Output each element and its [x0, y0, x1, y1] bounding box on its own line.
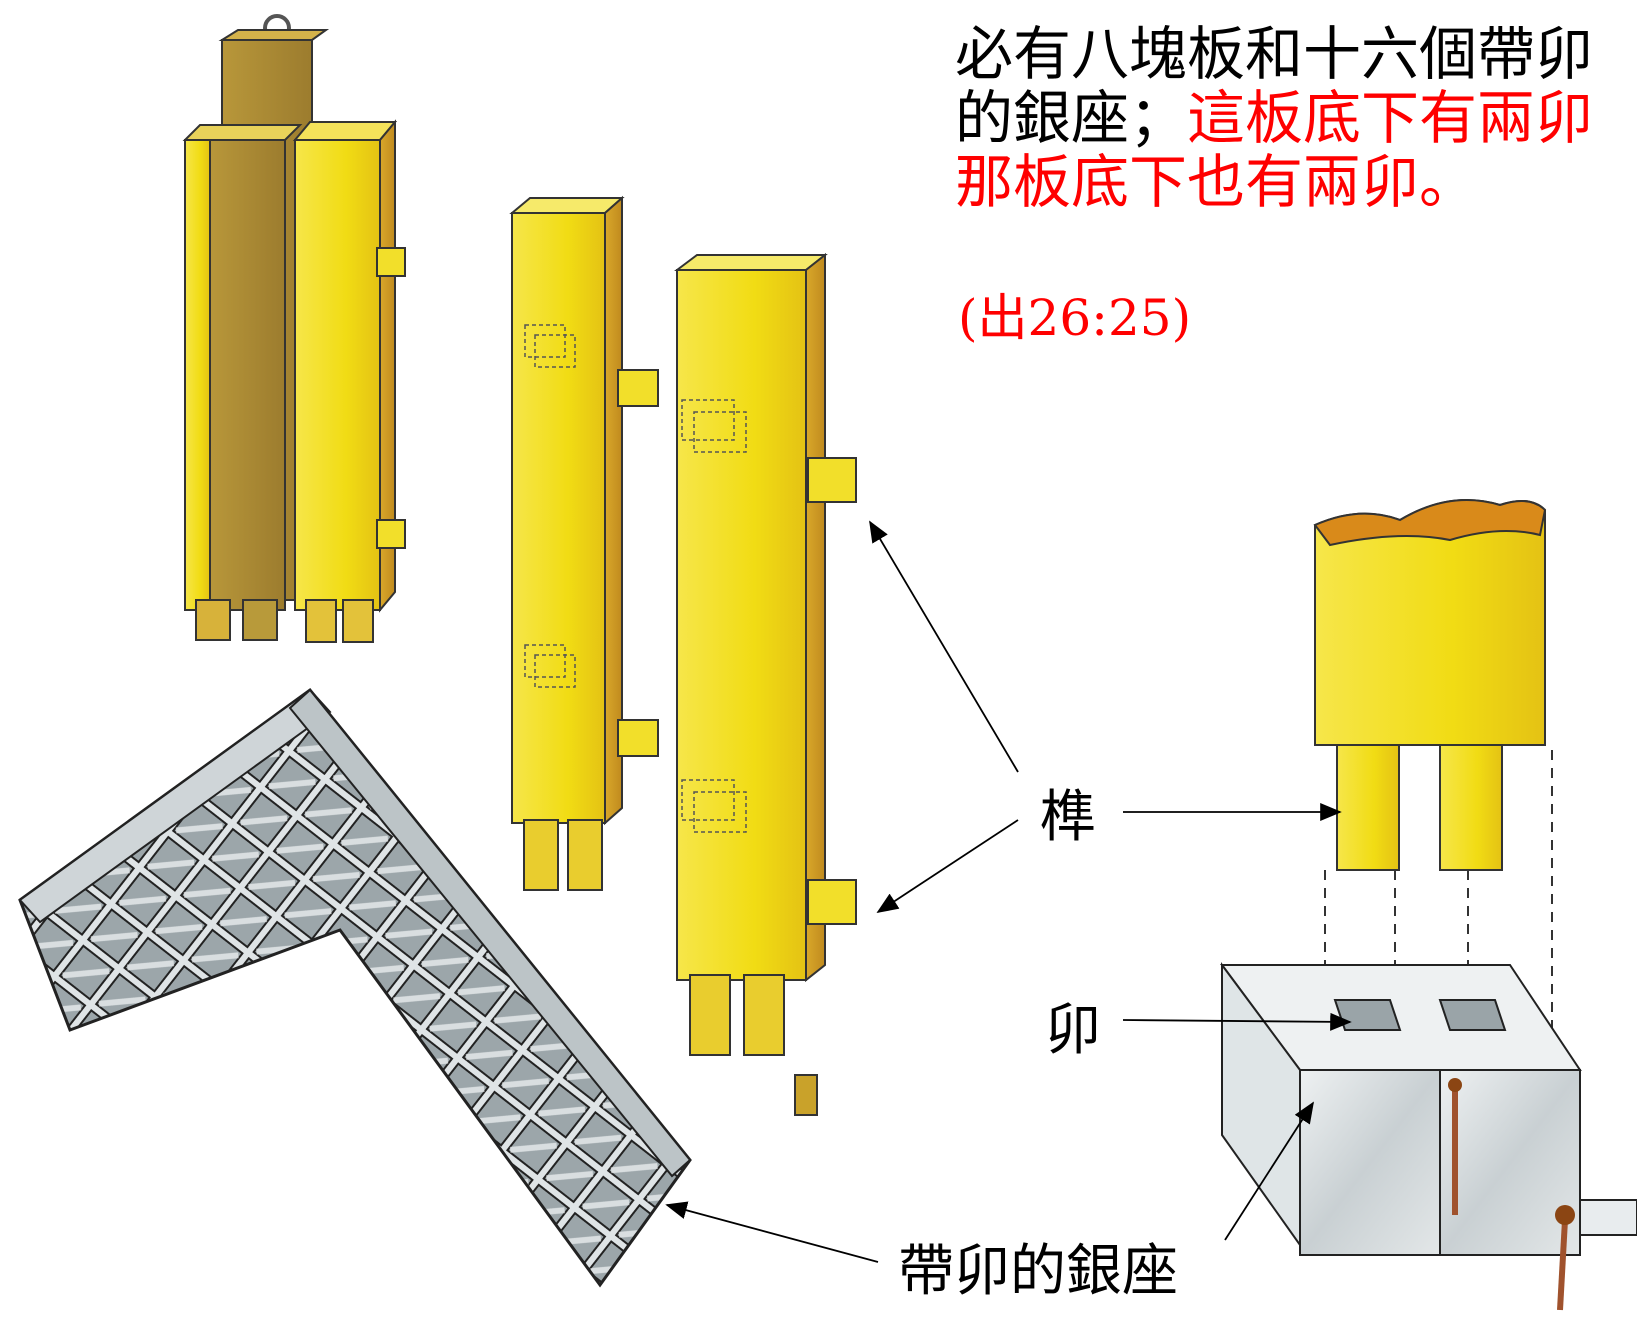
- scripture-verse: 必有八塊板和十六個帶卯 的銀座；這板底下有兩卯 那板底下也有兩卯。: [955, 22, 1637, 214]
- verse-line-2: 的銀座；這板底下有兩卯: [955, 86, 1637, 150]
- socket-detail: [1220, 961, 1637, 1311]
- verse-line-2-red: 這板底下有兩卯: [1187, 84, 1594, 152]
- label-mortise: 卯: [1045, 998, 1101, 1063]
- stacked-boards-drawing: [182, 14, 406, 643]
- middle-board-front: [509, 195, 659, 891]
- annotation-arrows: [665, 520, 1352, 1263]
- silver-socket-frame: [18, 687, 692, 1288]
- label-tenon: 榫: [1040, 785, 1096, 850]
- verse-reference: (出26:25): [958, 289, 1192, 347]
- verse-line-2-black: 的銀座；: [955, 84, 1188, 152]
- middle-board-back: [674, 252, 857, 1116]
- verse-line-1: 必有八塊板和十六個帶卯: [955, 20, 1594, 88]
- label-silver-socket: 帶卯的銀座: [898, 1239, 1178, 1304]
- verse-line-3: 那板底下也有兩卯。: [955, 148, 1478, 216]
